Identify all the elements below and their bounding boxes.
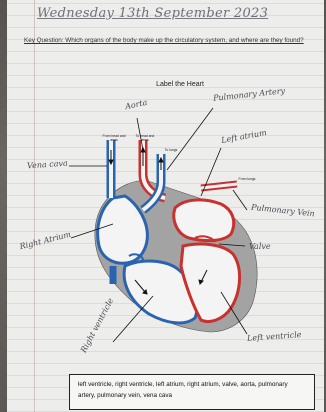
label-to-lungs: To lungs [161,148,181,152]
word-bank-box: left ventricle, right ventricle, left at… [69,374,315,410]
left-atrium-shape [174,200,234,241]
hw-label-valve: Valve [249,242,271,251]
label-to-head-arms: To head and arms [133,134,157,142]
key-question: Key Question: Which organs of the body m… [24,37,326,45]
label-from-lungs: From lungs [237,177,257,181]
exercise-book-page: Wednesday 13th September 2023 Key Questi… [7,0,324,412]
label-from-head-arms: From head and arms [101,134,127,142]
heart-worksheet: Label the Heart [25,70,325,400]
handwritten-date: Wednesday 13th September 2023 [37,6,277,21]
